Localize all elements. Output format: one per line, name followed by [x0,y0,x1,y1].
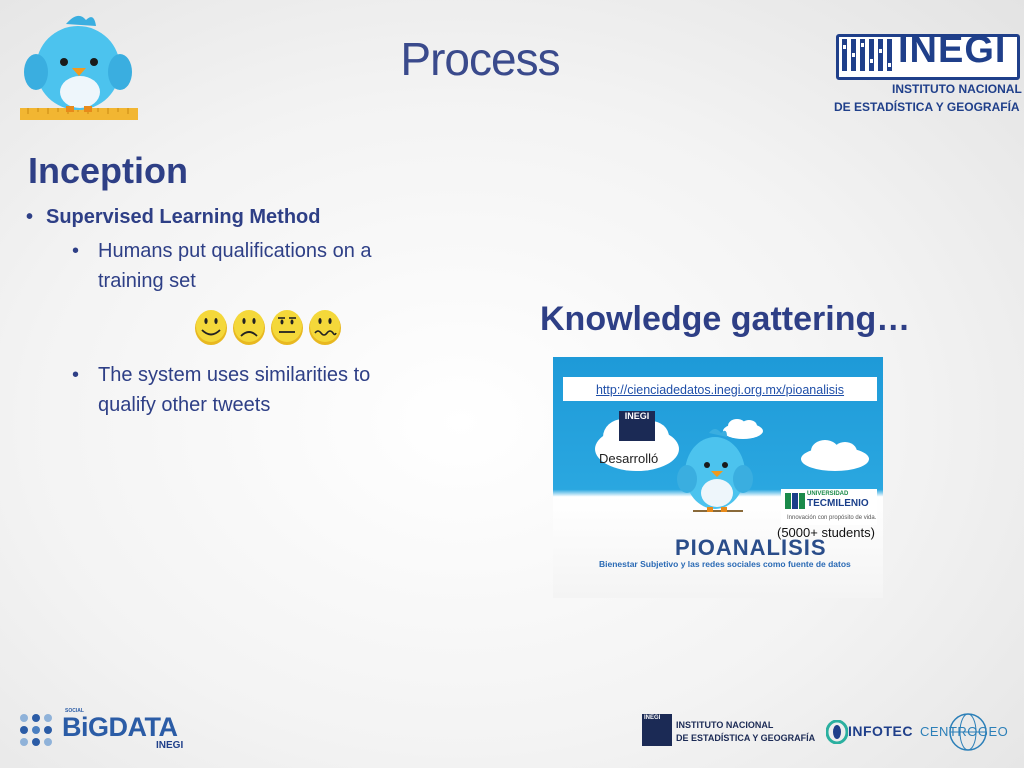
pioanalisis-link[interactable]: http://cienciadedatos.inegi.org.mx/pioan… [595,383,845,397]
bigdata-social-label: SOCIAL [65,708,84,714]
pioanalisis-subtitle: Bienestar Subjetivo y las redes sociales… [599,559,851,569]
inegi-subtitle-line2: DE ESTADÍSTICA Y GEOGRAFÍA [834,100,1020,114]
mini-inegi-logo: INEGI [619,411,655,441]
tecmilenio-line1: UNIVERSIDAD [807,491,849,497]
pioanalisis-title: PIOANALISIS [675,535,827,560]
infotec-logo: INFOTEC [826,716,912,748]
url-bar: http://cienciadedatos.inegi.org.mx/pioan… [563,377,877,401]
developed-by-label: Desarrolló [599,451,659,466]
bullet-supervised-learning: • Supervised Learning Method [26,206,320,229]
bullet-dot: • [72,240,80,262]
inegi-subtitle-line1: INSTITUTO NACIONAL [892,82,1022,96]
tecmilenio-logo: UNIVERSIDAD TECMILENIO Innovación con pr… [781,489,877,525]
bullet-text: The system uses similarities to qualify … [98,364,371,416]
neutral-face-icon [271,310,303,345]
bigdata-logo: SOCIAL BiGDATA INEGI [18,708,183,758]
sub-bullet-humans: • Humans put qualifications on a trainin… [72,236,432,296]
inegi-footer-emblem: INEGI [642,714,672,746]
globe-icon [949,713,987,751]
cloud-icon [801,440,869,471]
bullet-text: Humans put qualifications on a training … [98,240,372,292]
sub-bullet-similarities: • The system uses similarities to qualif… [72,360,432,420]
students-note: (5000+ students) [777,525,875,540]
infotec-wordmark: INFOTEC [848,723,913,739]
mini-inegi-label: INEGI [624,411,650,421]
sentiment-faces [194,306,344,350]
footer-inegi-logo: INEGI INSTITUTO NACIONAL DE ESTADÍSTICA … [642,714,816,748]
bullet-text: Supervised Learning Method [46,206,321,228]
bigdata-inegi-label: INEGI [156,740,184,751]
inegi-footer-line1: INSTITUTO NACIONAL [676,720,774,730]
tecmilenio-emblem-icon [785,493,805,509]
knowledge-heading: Knowledge gattering… [540,300,911,338]
centrogeo-wordmark: CENTROGEO [920,724,1009,739]
tecmilenio-line2: TECMILENIO [807,498,869,509]
abacus-icon [842,39,892,71]
bird-mascot-icon [677,429,753,512]
bigdata-wordmark: BiGDATA [62,712,178,742]
bird-mascot-icon [20,15,138,120]
inegi-logo: INEGI INSTITUTO NACIONAL DE ESTADÍSTICA … [832,29,1022,122]
infotec-emblem-icon [826,720,848,744]
inegi-footer-tag: INEGI [644,715,661,721]
inegi-wordmark: INEGI [898,29,1007,71]
centrogeo-logo: CENTROGEO [918,708,1018,756]
bigdata-dots-icon [20,714,52,746]
wavy-mouth-face-icon [309,310,341,345]
bullet-dot: • [26,206,34,228]
inegi-footer-line2: DE ESTADÍSTICA Y GEOGRAFÍA [676,733,816,743]
bullet-dot: • [72,364,80,386]
pioanalisis-screenshot: http://cienciadedatos.inegi.org.mx/pioan… [553,357,883,598]
cloud-icon [723,419,763,439]
section-heading: Inception [28,150,188,191]
smiling-face-icon [195,310,227,345]
tecmilenio-tagline: Innovación con propósito de vida. [787,515,877,521]
slide-title: Process [400,33,560,85]
frowning-face-icon [233,310,265,345]
